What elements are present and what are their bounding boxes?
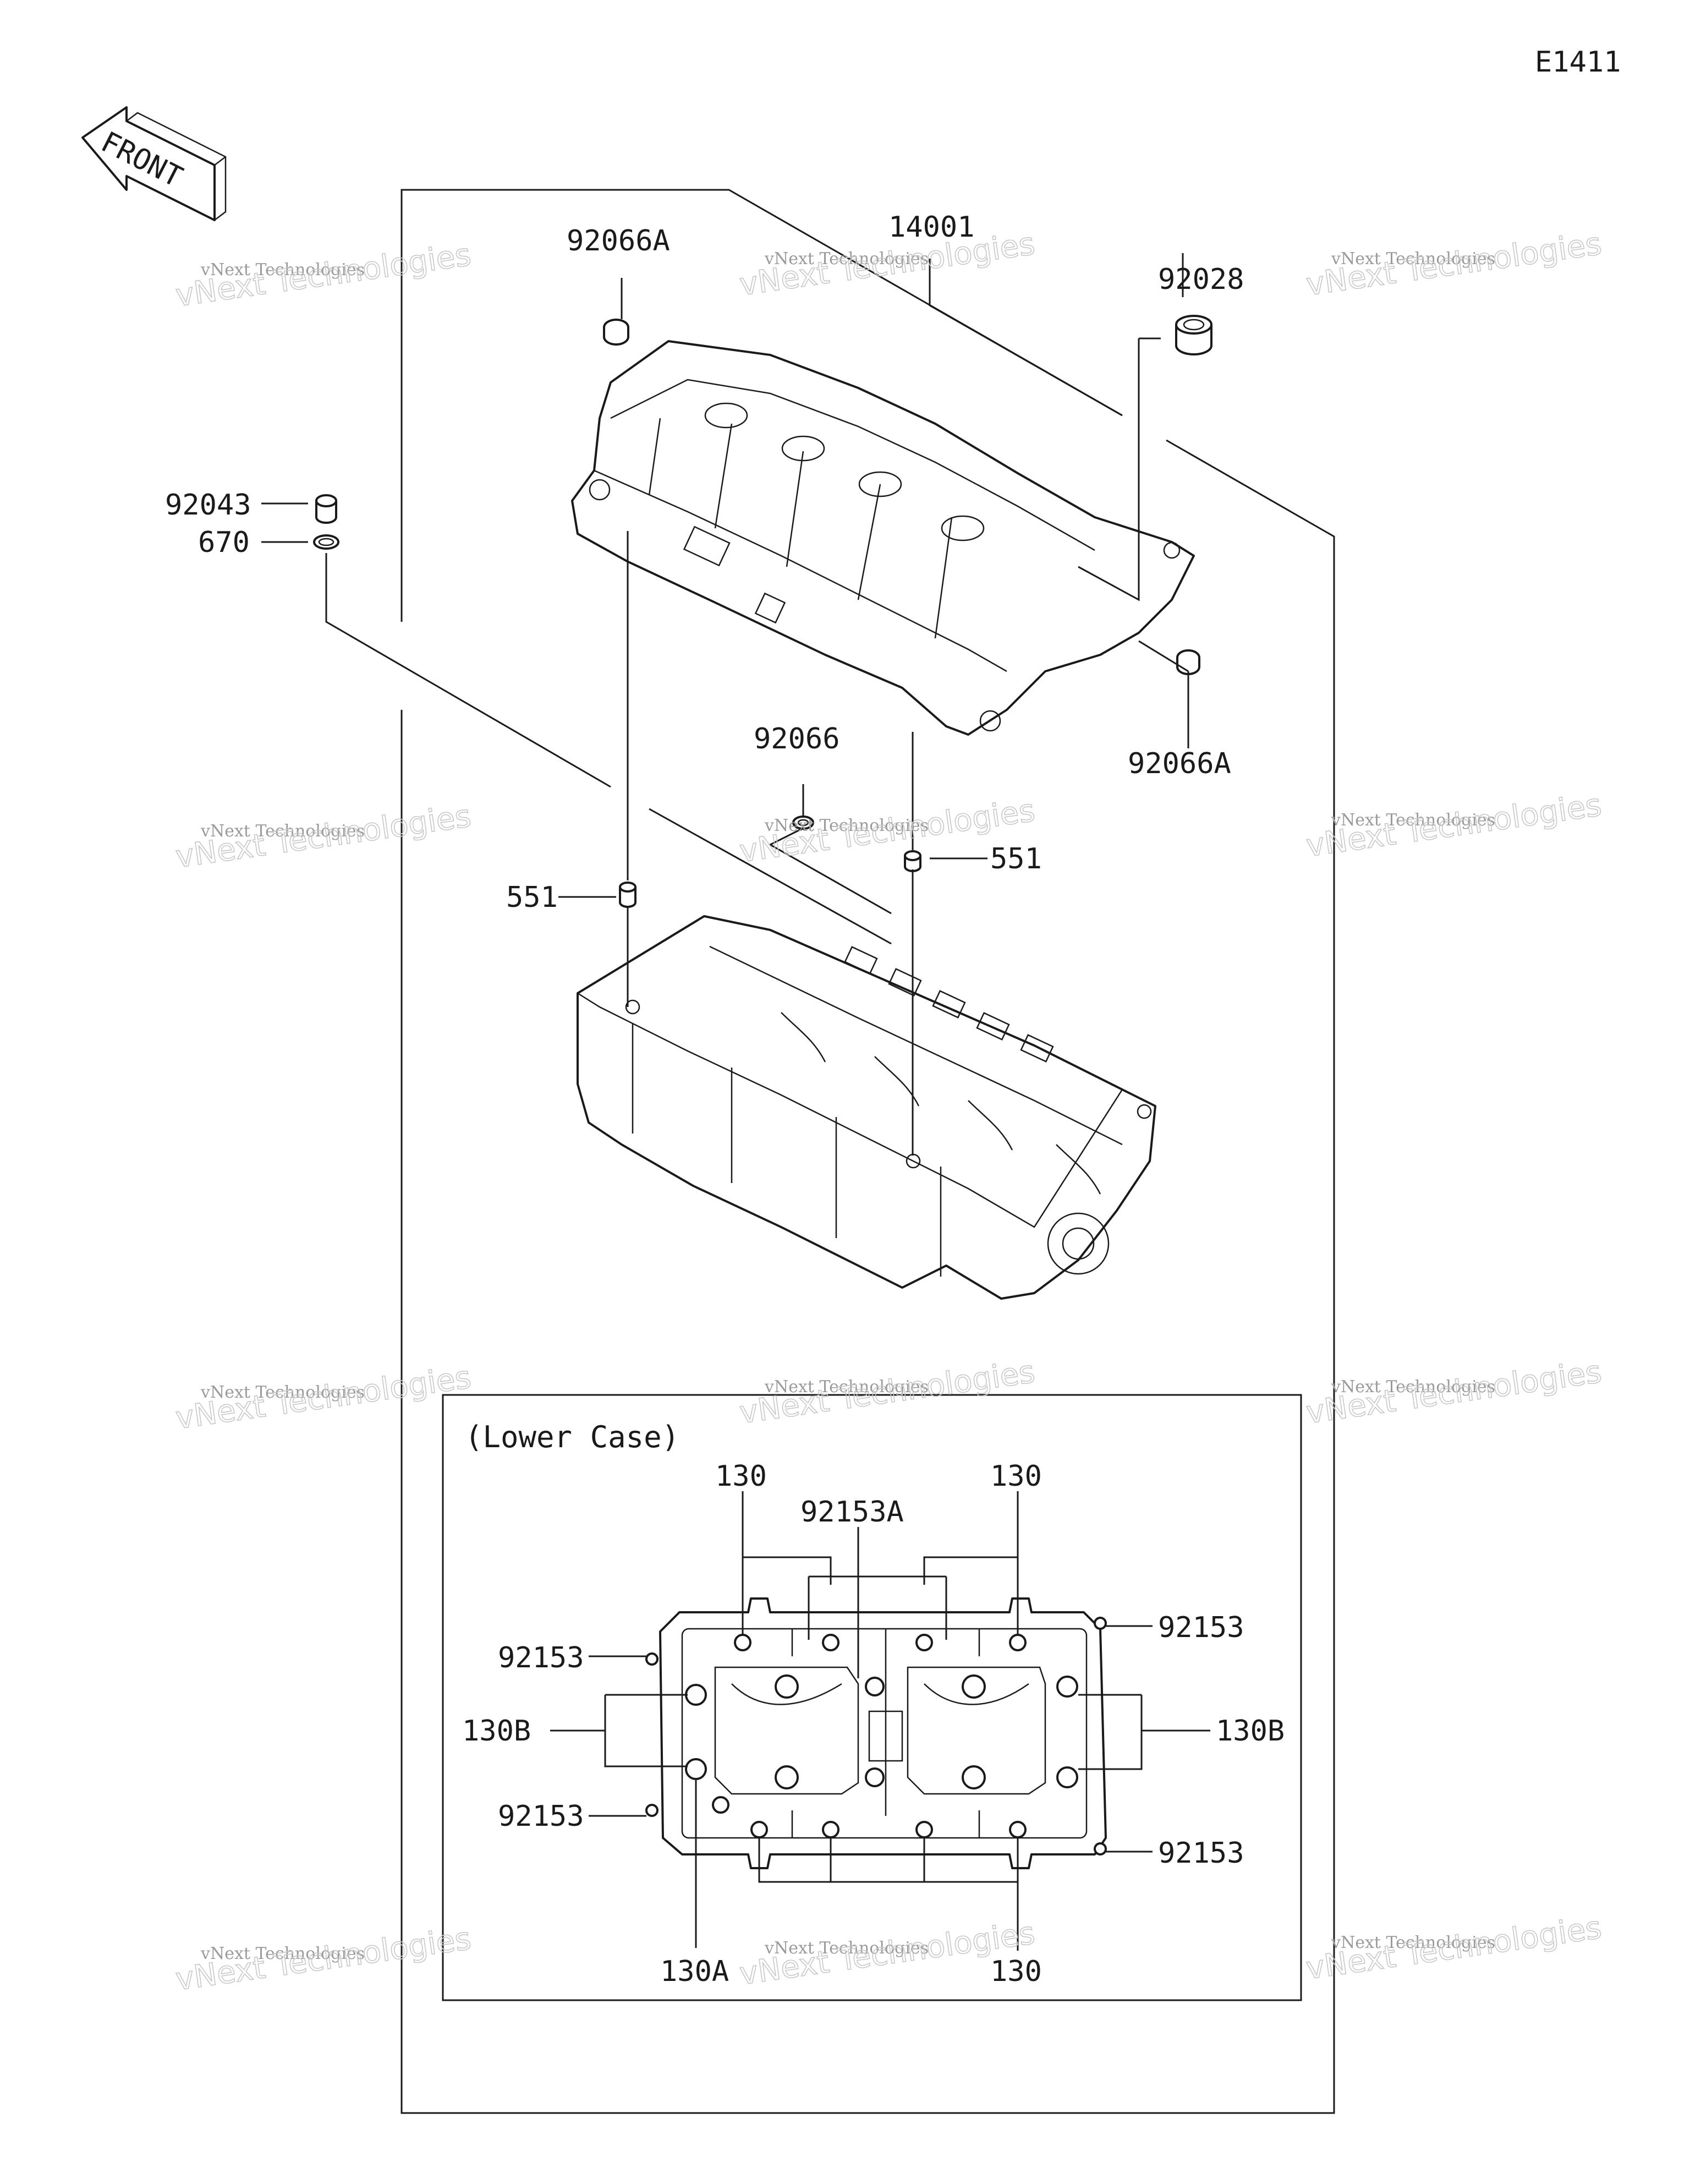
watermark-text: vNext Technologies [200,260,365,280]
callout-92043: 92043 [165,489,251,522]
front-arrow-icon: FRONT [81,106,227,221]
callout-92028: 92028 [1158,263,1244,296]
watermark-text-outline: vNext Technologies [1304,226,1604,303]
callout-92066: 92066 [754,722,840,756]
upper-crankcase [571,340,1195,736]
callout-551-right: 551 [990,842,1042,875]
watermark-text: vNext Technologies [1331,811,1495,830]
bushing-92028 [1175,315,1212,355]
watermark-text: vNext Technologies [764,249,929,269]
callout-92066A-top: 92066A [567,225,670,258]
plug-92066A-right [1176,649,1200,675]
callout-551-left: 551 [506,881,558,914]
watermark-text: vNext Technologies [200,1944,365,1963]
lower-case-inset-frame [442,1394,1302,2001]
callout-14001: 14001 [888,211,975,244]
plug-92066A-top [603,319,629,346]
callout-130A: 130A [660,1955,729,1988]
callout-130B-left: 130B [462,1715,531,1748]
lower-crankcase [577,915,1156,1300]
lower-case-bottom-view [645,1597,1107,1869]
watermark-text: vNext Technologies [764,1377,929,1397]
callout-670: 670 [198,526,250,559]
watermark-text-outline: vNext Technologies [1304,787,1604,864]
callout-92153-right-bottom: 92153 [1158,1837,1244,1870]
watermark-text-outline: vNext Technologies [1304,1354,1604,1431]
callout-92153-left-top: 92153 [498,1641,584,1674]
inset-title: (Lower Case) [465,1420,679,1454]
watermark-text: vNext Technologies [764,1939,929,1958]
watermark-text-outline: vNext Technologies [737,1354,1037,1431]
assembly-frame [400,189,1335,2114]
callout-92153-left-bottom: 92153 [498,1800,584,1833]
dowel-92043 [315,494,337,524]
diagram-code: E1411 [1535,46,1621,79]
dowel-551-left [619,882,637,908]
callout-130-top-left: 130 [715,1460,767,1493]
watermark-text-outline: vNext Technologies [737,226,1037,303]
watermark-text-outline: vNext Technologies [173,237,473,314]
watermark-text-outline: vNext Technologies [173,1360,473,1437]
watermark-text-outline: vNext Technologies [1304,1910,1604,1987]
watermark-text: vNext Technologies [200,822,365,841]
watermark-text: vNext Technologies [1331,1933,1495,1952]
watermark-text-outline: vNext Technologies [173,798,473,875]
callout-130-top-right: 130 [990,1460,1042,1493]
callout-92066A-right: 92066A [1128,747,1231,780]
callout-92153-right-top: 92153 [1158,1611,1244,1644]
callout-130-bottom: 130 [990,1955,1042,1988]
leader-lines [261,253,1189,1156]
dowel-551-right [904,850,921,872]
oring-670 [313,534,339,550]
watermark-text: vNext Technologies [200,1383,365,1402]
watermark-text: vNext Technologies [764,816,929,835]
callout-92153A: 92153A [800,1496,904,1529]
watermark-text: vNext Technologies [1331,249,1495,269]
watermark-text-outline: vNext Technologies [173,1921,473,1998]
inset-leader-lines [550,1491,1210,1951]
callout-130B-right: 130B [1216,1715,1285,1748]
watermark-text: vNext Technologies [1331,1377,1495,1397]
